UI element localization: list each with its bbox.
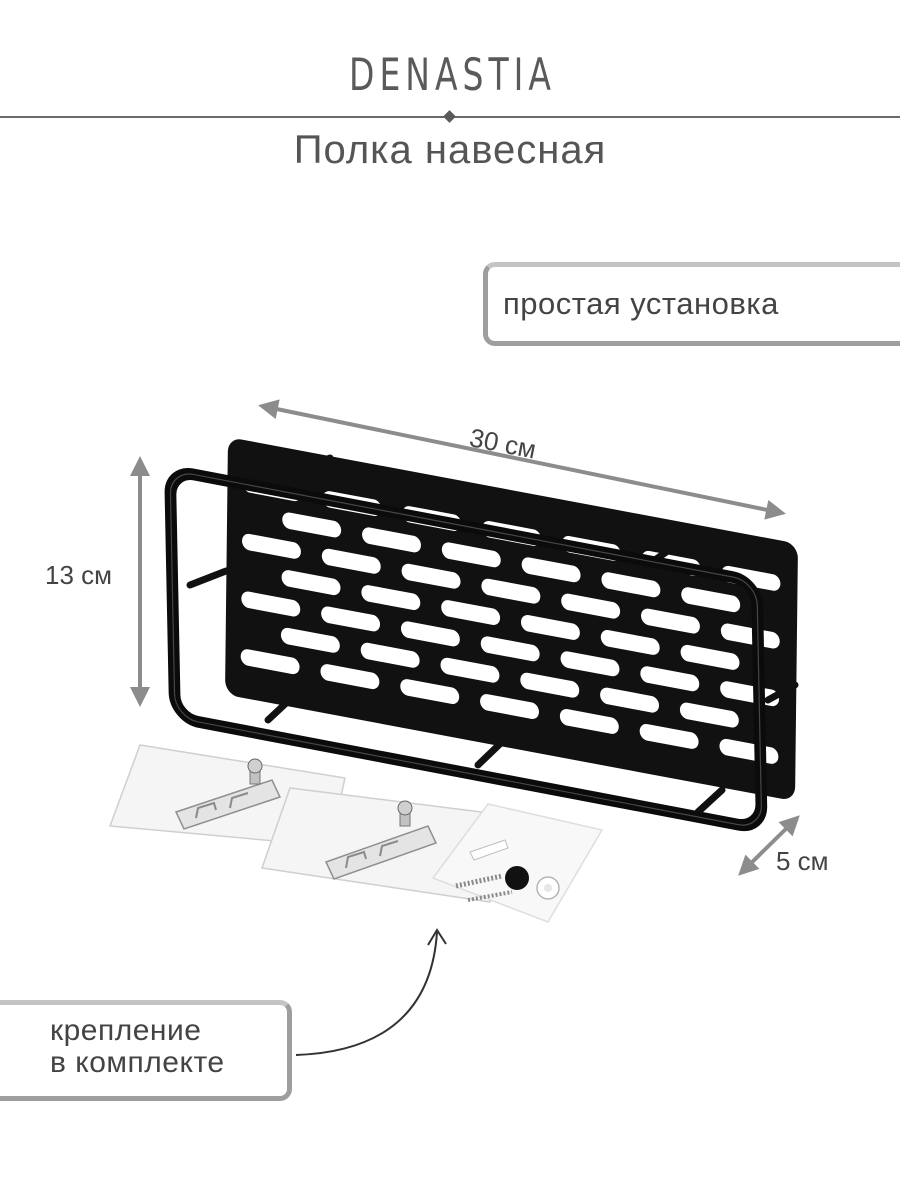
shelf-slot — [441, 600, 501, 625]
shelf-slot — [240, 649, 300, 675]
shelf-slot — [600, 687, 660, 713]
mounting-included-badge: крепление в комплекте — [0, 1000, 292, 1101]
shelf-slot — [441, 542, 501, 568]
shelf-slot — [520, 672, 580, 698]
shelf-slot — [480, 694, 539, 719]
shelf-slot — [560, 651, 620, 677]
mounting-badge-line: в комплекте — [50, 1046, 225, 1079]
shelf-slot — [320, 664, 380, 690]
shelf-slot — [521, 557, 581, 583]
shelf-slot — [401, 563, 461, 589]
depth-dimension-label: 5 см — [776, 846, 829, 876]
screw — [467, 890, 513, 902]
shelf-slot — [600, 629, 660, 655]
shelf-slot — [480, 636, 540, 662]
shelf-slot — [601, 572, 661, 598]
brand-logo: DENASTIA — [349, 47, 556, 101]
shelf-slot — [362, 527, 421, 553]
shelf-front-frame — [164, 468, 768, 832]
mounting-plate — [174, 779, 282, 830]
easy-install-badge: простая установка — [483, 262, 900, 346]
screw-cap — [505, 866, 529, 890]
shelf-slot — [400, 679, 460, 705]
shelf-slot — [561, 593, 621, 619]
shelf-slot — [360, 642, 420, 668]
shelf-slot — [720, 623, 780, 649]
shelf-slot — [639, 723, 699, 749]
width-dimension-arrow-icon — [258, 399, 786, 520]
shelf-slot — [321, 548, 381, 574]
shelf-slot — [280, 627, 340, 653]
shelf-slot — [281, 570, 341, 596]
shelf-slot — [679, 702, 739, 728]
shelf-slot — [641, 608, 700, 634]
wall-dowel — [469, 839, 509, 861]
depth-dimension-arrow-icon — [738, 815, 800, 876]
shelf-slot — [640, 666, 700, 692]
shelf-slot — [321, 606, 381, 632]
shelf-slot — [241, 591, 301, 617]
shelf-slot — [680, 644, 740, 670]
screw-bag — [431, 803, 604, 923]
mounting-badge-line: крепление — [50, 1014, 202, 1047]
page-title: Полка навесная — [293, 128, 607, 172]
height-dimension-label: 13 см — [45, 560, 113, 590]
shelf-slot — [681, 587, 741, 613]
shelf-slot — [520, 615, 580, 640]
shelf-slot — [481, 578, 541, 604]
shelf-slot — [440, 657, 500, 683]
shelf-slot — [361, 585, 421, 611]
shelf-slot — [559, 709, 619, 734]
shelf-slot — [400, 621, 460, 647]
curved-arrow-icon — [295, 928, 447, 1056]
shelf-slot — [282, 512, 342, 538]
shelf-slot — [242, 533, 301, 559]
